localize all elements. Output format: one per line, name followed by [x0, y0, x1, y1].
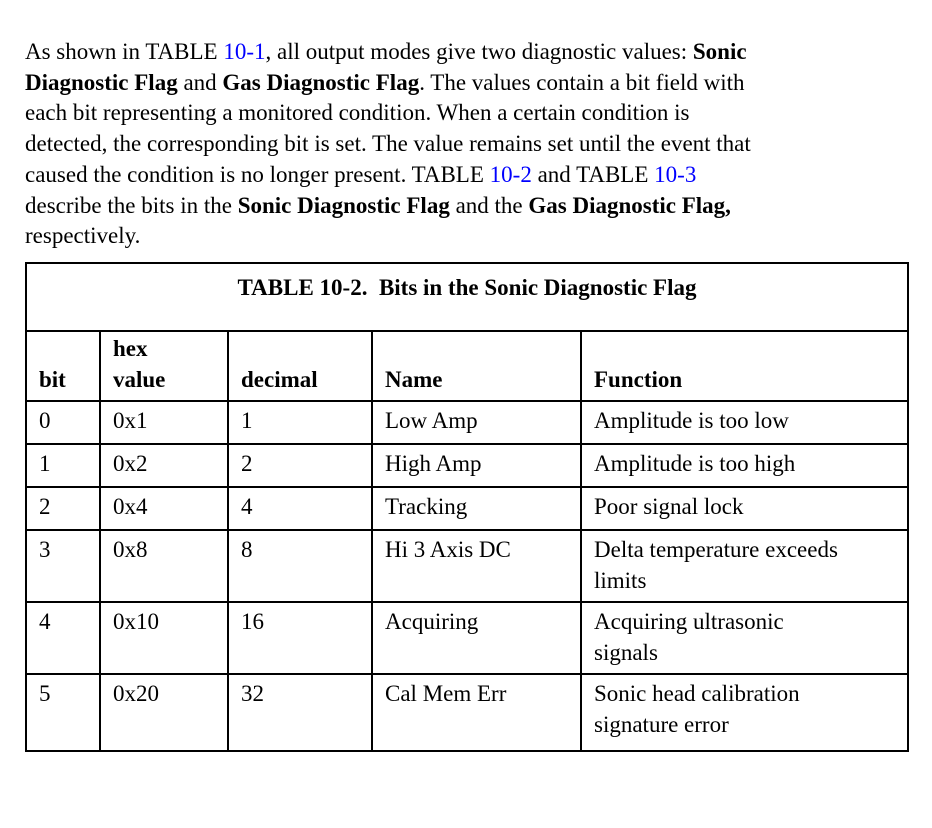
column-header-function: Function: [579, 330, 910, 402]
paragraph-text: respectively.: [25, 223, 141, 249]
intro-paragraph: As shown in TABLE 10-1, all output modes…: [25, 37, 910, 252]
cell-decimal: 4: [227, 486, 373, 531]
column-header-hex-value: hex value: [99, 330, 229, 402]
cell-bit: 3: [25, 529, 101, 603]
cell-decimal: 32: [227, 673, 373, 752]
paragraph-text: Sonic Diagnostic Flag: [25, 39, 747, 95]
paragraph-text: As shown in TABLE: [25, 39, 224, 64]
table-reference-link[interactable]: 10-1: [223, 39, 266, 64]
column-header-decimal: decimal: [227, 330, 373, 402]
cell-name: Hi 3 Axis DC: [371, 529, 582, 603]
paragraph-text: and TABLE: [531, 161, 655, 187]
cell-function: Amplitude is too high: [579, 443, 910, 488]
sonic-diagnostic-flag-table: TABLE 10-2. Bits in the Sonic Diagnostic…: [24, 262, 910, 752]
table-reference-link[interactable]: 10-2: [489, 161, 532, 187]
cell-decimal: 8: [227, 529, 373, 603]
cell-hex-value: 0x8: [99, 529, 229, 603]
paragraph-text: Gas Diagnostic Flag: [222, 69, 420, 95]
cell-bit: 1: [25, 443, 101, 488]
table-title-row: TABLE 10-2. Bits in the Sonic Diagnostic…: [24, 262, 910, 332]
cell-name: Acquiring: [371, 601, 582, 675]
cell-function: Poor signal lock: [579, 486, 910, 531]
cell-bit: 5: [25, 673, 101, 752]
paragraph-text: . The values contain a bit field with ea…: [25, 69, 751, 187]
cell-name: Tracking: [371, 486, 582, 531]
paragraph-text: , all output modes give two diagnostic v…: [265, 39, 693, 64]
cell-decimal: 16: [227, 601, 373, 675]
cell-bit: 4: [25, 601, 101, 675]
cell-function: Sonic head calibration signature error: [579, 673, 910, 752]
table-title: TABLE 10-2. Bits in the Sonic Diagnostic…: [24, 262, 910, 332]
cell-hex-value: 0x20: [99, 673, 229, 752]
paragraph-text: and: [177, 69, 223, 95]
cell-hex-value: 0x1: [99, 400, 229, 445]
cell-name: Cal Mem Err: [371, 673, 582, 752]
paragraph-text: describe the bits in the: [25, 192, 232, 218]
cell-bit: 0: [25, 400, 101, 445]
cell-name: High Amp: [371, 443, 582, 488]
cell-decimal: 2: [227, 443, 373, 488]
cell-function: Acquiring ultrasonic signals: [579, 601, 910, 675]
cell-decimal: 1: [227, 400, 373, 445]
paragraph-text: Gas Diagnostic Flag,: [528, 192, 731, 218]
cell-function: Delta temperature exceeds limits: [579, 529, 910, 603]
cell-function: Amplitude is too low: [579, 400, 910, 445]
cell-name: Low Amp: [371, 400, 582, 445]
cell-hex-value: 0x4: [99, 486, 229, 531]
paragraph-text: Sonic Diagnostic Flag: [237, 192, 450, 218]
cell-hex-value: 0x10: [99, 601, 229, 675]
column-header-name: Name: [371, 330, 582, 402]
paragraph-text: and the: [449, 192, 529, 218]
table-reference-link[interactable]: 10-3: [654, 161, 697, 187]
column-header-bit: bit: [25, 330, 101, 402]
cell-bit: 2: [25, 486, 101, 531]
cell-hex-value: 0x2: [99, 443, 229, 488]
